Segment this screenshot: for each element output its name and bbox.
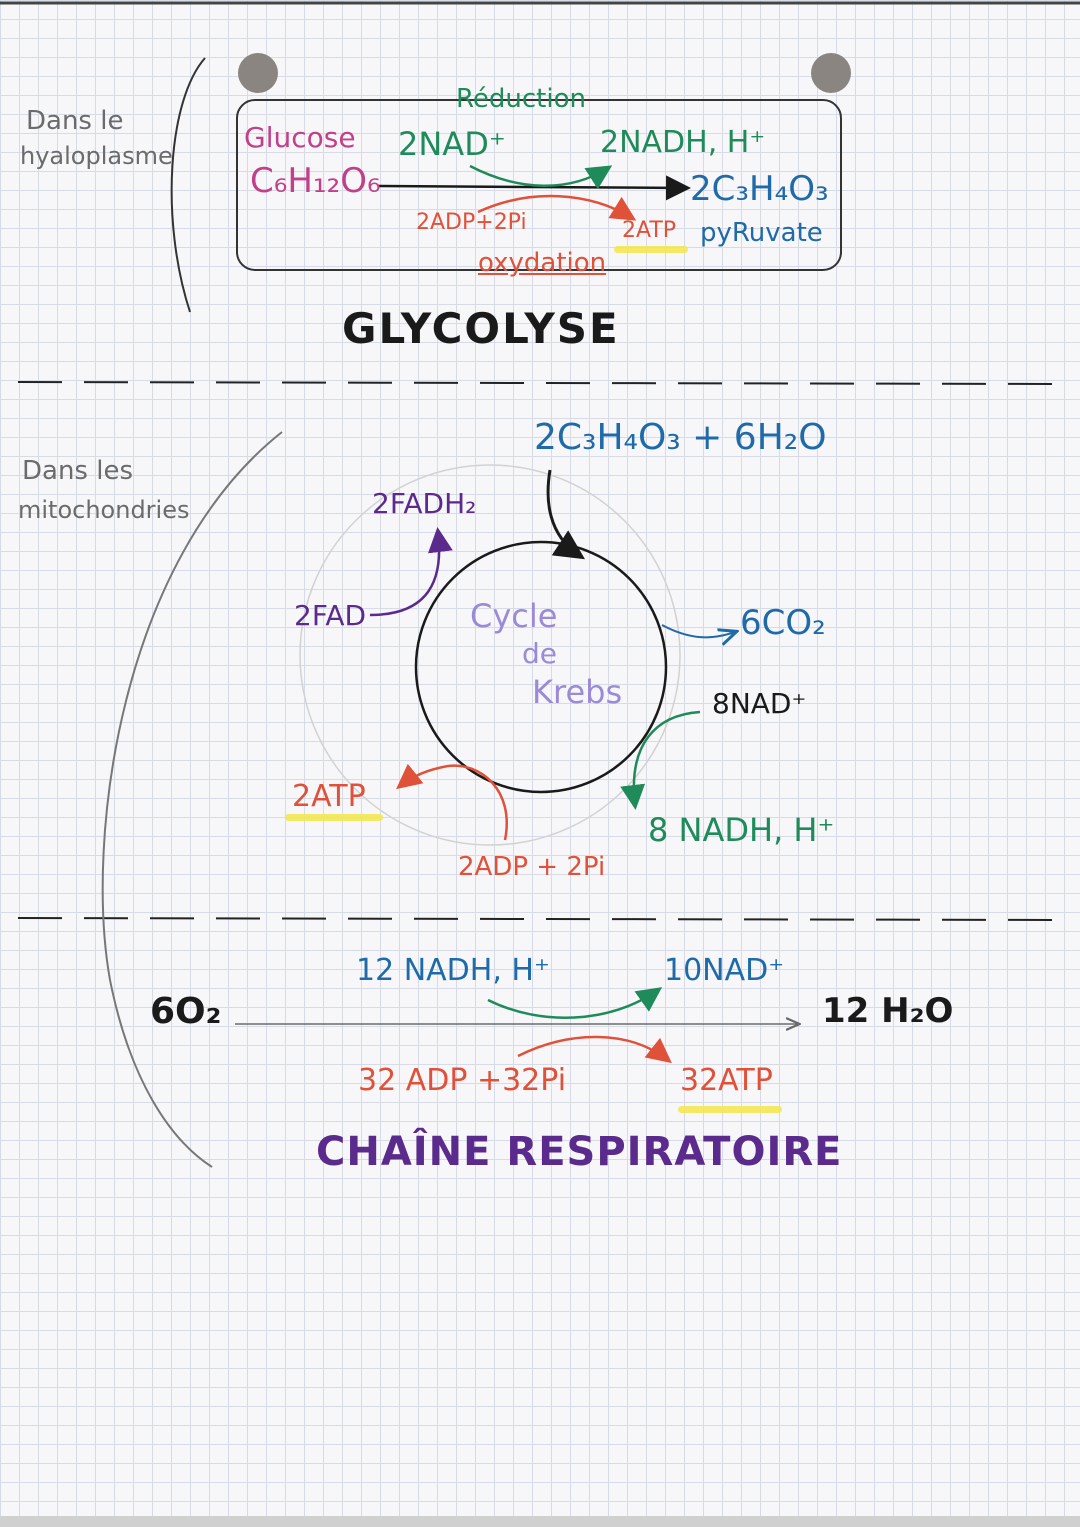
highlight-glycolyse-atp xyxy=(614,246,688,253)
chaine-atp: 32ATP xyxy=(680,1063,773,1098)
reduction-label: Réduction xyxy=(456,84,586,114)
krebs-fadh2: 2FADH₂ xyxy=(372,487,477,520)
brace-hyaloplasme xyxy=(170,57,206,313)
krebs-fad-arrow xyxy=(369,527,453,617)
krebs-cycle-line2: de xyxy=(522,637,557,670)
krebs-input-arrow xyxy=(546,469,586,560)
pyruvate-formula: 2C₃H₄O₃ xyxy=(690,169,829,209)
glycolyse-nad: 2NAD⁺ xyxy=(398,125,506,163)
glucose-formula: C₆H₁₂O₆ xyxy=(250,161,381,201)
chaine-nadh: 12 NADH, H⁺ xyxy=(356,953,550,988)
glycolyse-nad-arrow xyxy=(469,164,613,190)
krebs-atp: 2ATP xyxy=(292,779,366,814)
glycolyse-atp-arrow xyxy=(477,194,637,221)
highlight-chaine-atp xyxy=(678,1106,782,1113)
krebs-circle xyxy=(414,540,668,794)
location-hyaloplasme-line1: Dans le xyxy=(26,106,124,136)
glycolyse-atp: 2ATP xyxy=(622,218,677,243)
chaine-title: CHAÎNE RESPIRATOIRE xyxy=(316,1129,843,1175)
glycolyse-adp: 2ADP+2Pi xyxy=(416,210,527,235)
krebs-co2: 6CO₂ xyxy=(740,603,826,643)
glycolyse-box xyxy=(236,99,842,271)
chaine-o2: 6O₂ xyxy=(150,991,222,1032)
glycolyse-nadh: 2NADH, H⁺ xyxy=(600,125,766,160)
krebs-nad-arrow xyxy=(620,710,701,810)
binder-hole-right xyxy=(811,53,851,93)
separator-1 xyxy=(17,381,1063,385)
pyruvate-name: pyRuvate xyxy=(700,218,823,248)
krebs-adp: 2ADP + 2Pi xyxy=(458,852,606,882)
krebs-co2-arrow xyxy=(661,624,735,637)
brace-mitochondries xyxy=(101,431,283,1168)
krebs-atp-arrow xyxy=(396,763,508,841)
chaine-atp-arrow xyxy=(517,1035,672,1064)
highlight-krebs-atp xyxy=(285,814,383,821)
chaine-nad-arrow xyxy=(487,987,663,1019)
krebs-nad: 8NAD⁺ xyxy=(712,687,807,720)
location-mitochondries-line1: Dans les xyxy=(22,456,134,486)
krebs-input: 2C₃H₄O₃ + 6H₂O xyxy=(534,417,827,458)
glycolyse-title: GLYCOLYSE xyxy=(342,304,620,353)
bottom-edge xyxy=(0,1516,1080,1527)
glycolyse-main-arrow xyxy=(377,175,691,201)
chaine-adp: 32 ADP +32Pi xyxy=(358,1063,567,1098)
chaine-nad: 10NAD⁺ xyxy=(664,953,785,988)
krebs-nadh: 8 NADH, H⁺ xyxy=(648,811,835,849)
krebs-outer-circle xyxy=(299,464,681,846)
krebs-cycle-line3: Krebs xyxy=(532,673,623,711)
krebs-fad: 2FAD xyxy=(294,599,367,632)
location-hyaloplasme-line2: hyaloplasme xyxy=(20,142,173,170)
binder-hole-left xyxy=(238,53,278,93)
oxydation-label: oxydation xyxy=(478,248,607,278)
krebs-cycle-line1: Cycle xyxy=(470,597,558,635)
separator-2 xyxy=(17,917,1063,921)
chaine-water: 12 H₂O xyxy=(822,991,954,1031)
location-mitochondries-line2: mitochondries xyxy=(18,496,190,524)
glucose-name: Glucose xyxy=(244,121,356,154)
